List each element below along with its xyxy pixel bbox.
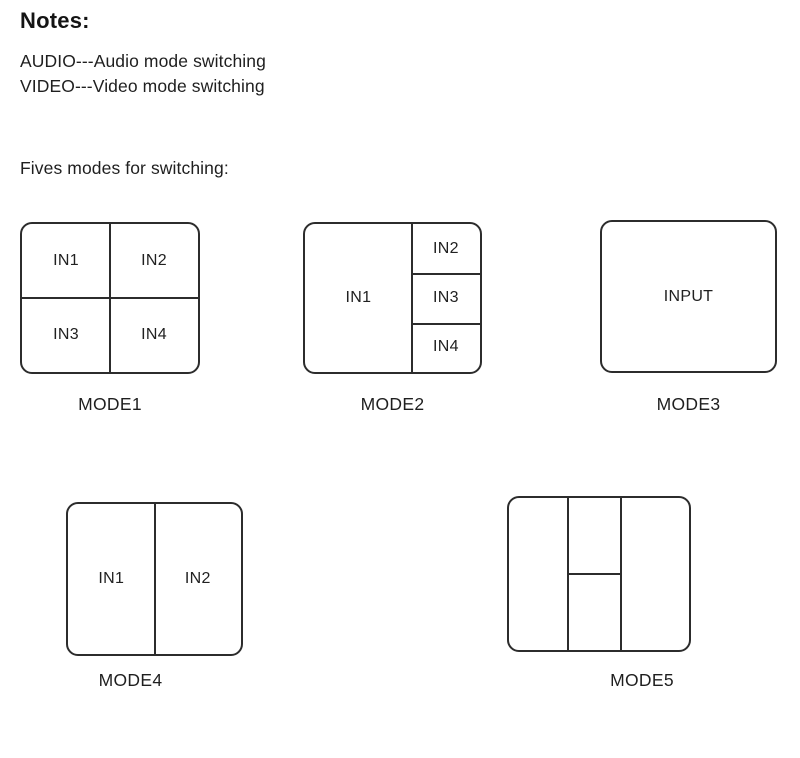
mode2-cell-main-left: IN1 [305,224,412,372]
mode1-label-in4: IN4 [141,326,167,343]
mode2-vertical-divider [410,224,413,372]
mode5-cell-middle-bottom [568,574,620,650]
mode4-label-in2: IN2 [184,570,211,587]
mode-diagram-mode5 [507,496,691,652]
mode3-outline: INPUT [600,220,777,373]
mode5-cell-right-column [621,498,689,650]
mode1-label-in1: IN1 [53,252,79,269]
mode4-label-in1: IN1 [98,570,125,587]
mode2-cell-right-middle: IN3 [412,273,480,322]
mode4-caption: MODE4 [98,670,163,690]
mode4-vertical-divider [153,504,156,654]
mode2-label-in3: IN3 [432,288,459,306]
mode-diagram-mode4: IN1 IN2 [66,502,243,656]
mode5-outline [507,496,691,652]
mode5-caption: MODE5 [610,670,674,690]
mode2-outline: IN1 IN2 IN3 IN4 [303,222,482,374]
modes-section-caption: Fives modes for switching: [20,158,229,178]
mode1-outline: IN1 IN2 IN3 IN4 [20,222,200,374]
mode4-cell-left: IN1 [68,504,155,654]
notes-heading: Notes: [20,8,90,33]
mode1-caption: MODE1 [78,394,142,414]
mode1-cell-bottom-left: IN3 [22,298,110,372]
mode1-horizontal-divider [22,297,198,299]
mode1-cell-top-left: IN1 [22,224,110,298]
note-line-audio: AUDIO---Audio mode switching [20,51,266,71]
mode5-cell-left-column [509,498,568,650]
mode3-label-input: INPUT [663,287,714,305]
note-line-video: VIDEO---Video mode switching [20,76,265,96]
mode3-caption: MODE3 [656,394,721,414]
mode2-label-in4: IN4 [432,338,459,356]
mode-diagram-mode1: IN1 IN2 IN3 IN4 [20,222,200,374]
mode5-horizontal-divider [568,573,621,575]
mode2-horizontal-divider-2 [411,322,480,325]
mode2-label-in1: IN1 [345,289,372,306]
mode1-label-in2: IN2 [141,252,167,269]
mode-diagram-mode3: INPUT [600,220,777,373]
mode2-caption: MODE2 [360,394,425,414]
mode1-cell-top-right: IN2 [110,224,198,298]
mode3-cell-full: INPUT [602,222,775,371]
mode5-cell-middle-top [568,498,620,574]
mode2-horizontal-divider-1 [411,273,480,276]
mode1-cell-bottom-right: IN4 [110,298,198,372]
mode1-label-in3: IN3 [53,326,79,343]
mode2-cell-right-bottom: IN4 [412,323,480,372]
mode2-label-in2: IN2 [432,239,459,257]
mode4-outline: IN1 IN2 [66,502,243,656]
mode-diagram-mode2: IN1 IN2 IN3 IN4 [303,222,482,374]
mode2-cell-right-top: IN2 [412,224,480,273]
mode4-cell-right: IN2 [155,504,242,654]
